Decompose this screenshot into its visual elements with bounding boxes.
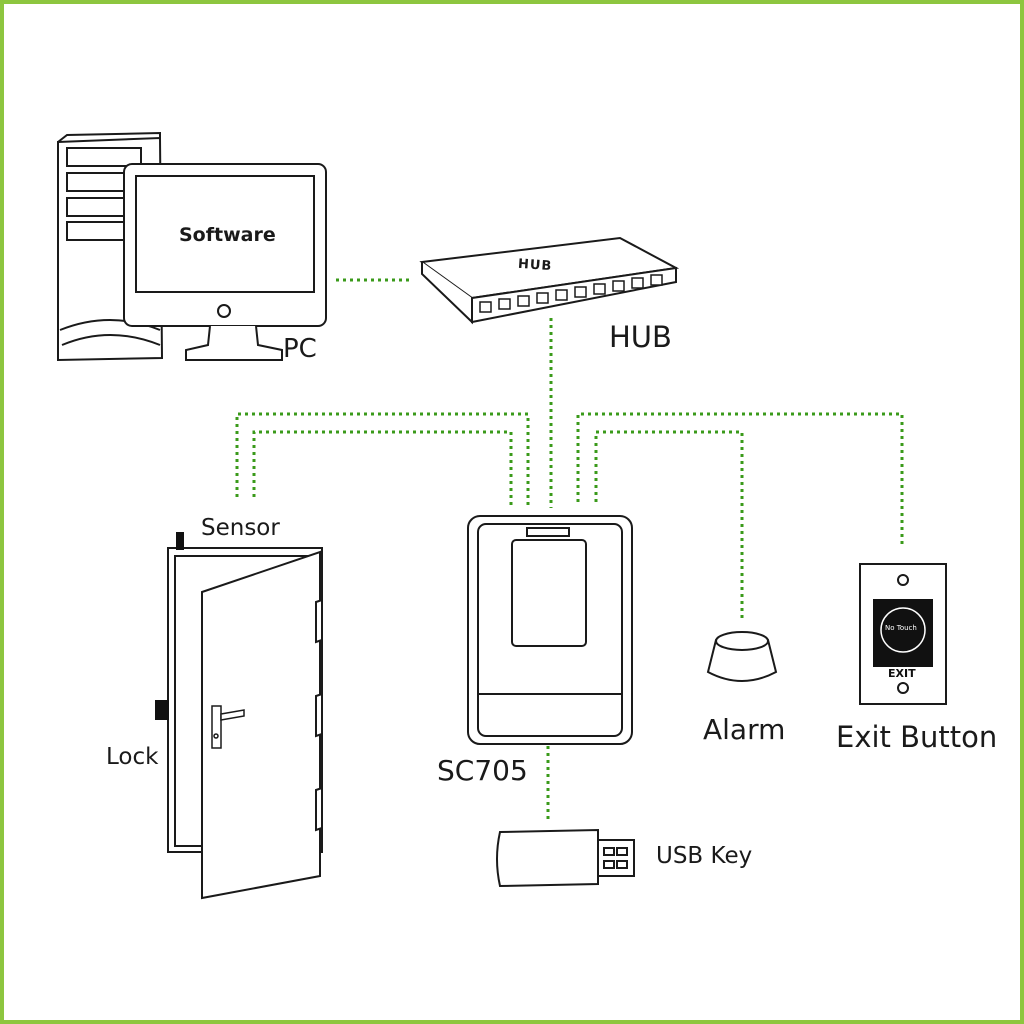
lock-block	[155, 700, 169, 720]
connection-lines	[235, 278, 904, 822]
sensor-block	[176, 532, 184, 550]
exit-button-device	[859, 563, 947, 705]
exit-text: EXIT	[888, 667, 916, 680]
door-handle	[211, 705, 245, 749]
alarm-label: Alarm	[703, 713, 786, 746]
lock-label: Lock	[106, 744, 159, 770]
sensor-link-outer	[235, 412, 530, 506]
pc-monitor	[123, 163, 327, 361]
sc705-device	[467, 515, 633, 745]
sensor-label: Sensor	[201, 515, 280, 541]
no-touch-text: No Touch	[885, 624, 917, 632]
exit-link-outer	[576, 412, 904, 548]
sc705-label: SC705	[437, 754, 528, 787]
hub-label: HUB	[609, 320, 672, 354]
sensor-link-inner	[252, 430, 513, 506]
software-label: Software	[179, 224, 276, 246]
usb-key-device	[496, 828, 635, 888]
pc-label: PC	[283, 334, 317, 364]
door-panel	[201, 550, 323, 900]
hub-device	[419, 236, 680, 325]
hub-device-text: HUB	[517, 256, 553, 275]
alarm-link-inner	[594, 430, 744, 622]
hub-ports	[479, 274, 663, 313]
usb-key-label: USB Key	[656, 843, 753, 869]
alarm-device	[706, 631, 778, 682]
exit-button-label: Exit Button	[836, 720, 998, 754]
